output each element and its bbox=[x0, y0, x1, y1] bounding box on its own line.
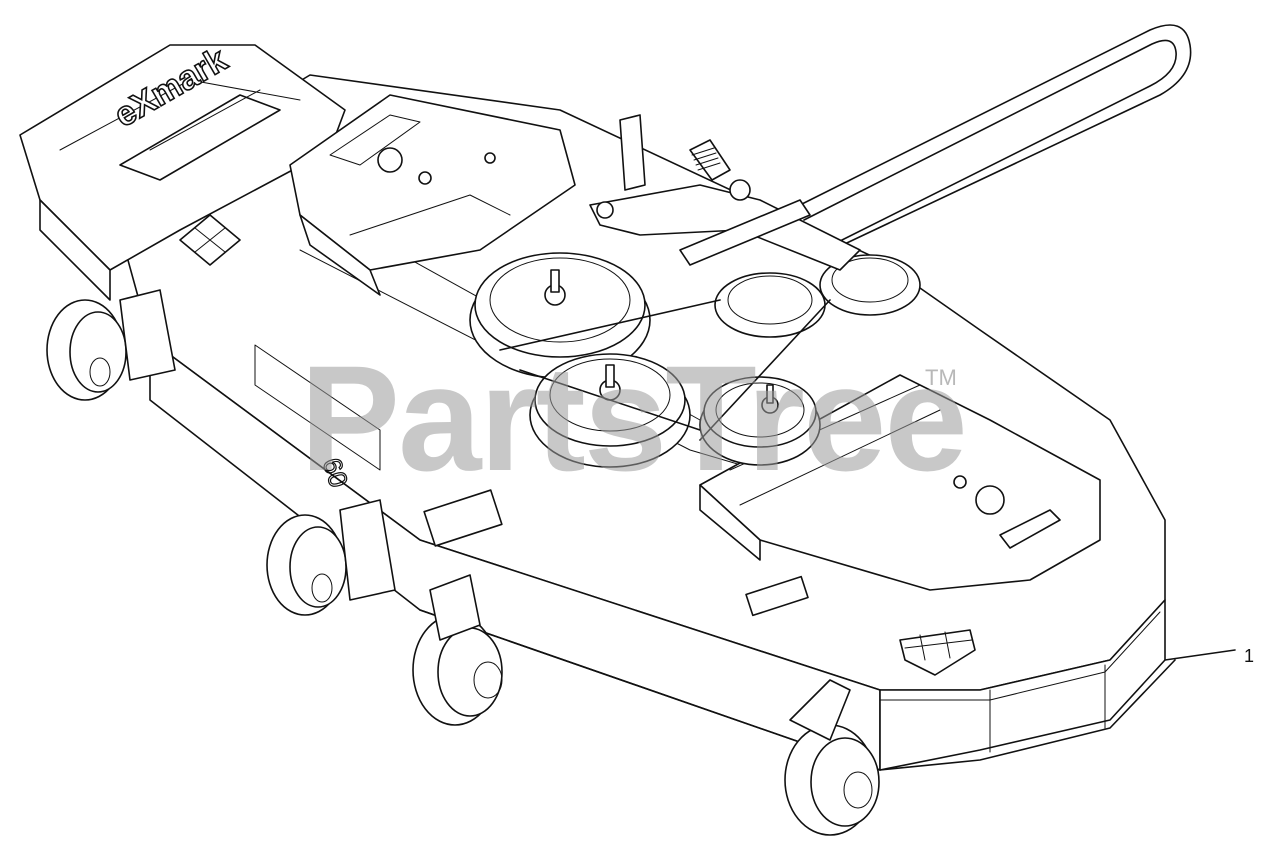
left-rear-housing: eXmark bbox=[19, 40, 346, 301]
caster-wheel-front-left bbox=[266, 499, 396, 616]
height-marker-right bbox=[899, 629, 976, 676]
watermark-text: PartsTree bbox=[300, 334, 966, 502]
callout-number: 1 bbox=[1244, 646, 1254, 666]
idler-arm-assembly bbox=[589, 114, 861, 271]
callout-1: 1 bbox=[1164, 646, 1254, 666]
right-belt-cover bbox=[699, 374, 1101, 591]
spindle-pulley-left bbox=[469, 252, 651, 379]
watermark-trademark: TM bbox=[925, 365, 957, 390]
caster-wheel-front-right bbox=[784, 679, 880, 836]
left-belt-cover bbox=[289, 94, 576, 296]
caster-wheel-rear-left bbox=[46, 289, 176, 401]
spindle-pulley-right bbox=[699, 376, 821, 466]
drive-belt bbox=[789, 24, 1192, 259]
caster-wheel-front-center bbox=[412, 574, 503, 726]
height-marker-left bbox=[179, 214, 241, 266]
idler-pulleys bbox=[499, 254, 921, 441]
